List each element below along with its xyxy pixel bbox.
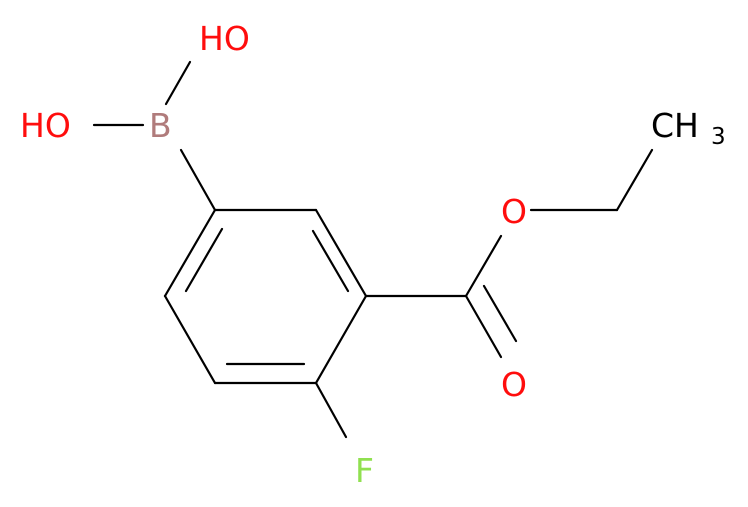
bond-inner-c6-c1 xyxy=(184,227,224,293)
bond-c6-c1 xyxy=(163,208,217,298)
bond-inner-c2-c3 xyxy=(311,229,350,293)
bond-c5-c6 xyxy=(163,294,217,385)
bond-carbonyl-double-2 xyxy=(482,284,518,343)
atom-ester-oxygen: O xyxy=(501,192,527,231)
atom-ch3: CH xyxy=(651,106,699,145)
bond-ring-fluorine xyxy=(314,381,348,439)
bond-ch2-ch3 xyxy=(615,148,654,212)
atom-fluorine: F xyxy=(355,451,374,490)
bonds xyxy=(92,60,654,439)
atom-boron: B xyxy=(149,106,172,145)
bond-boron-oh-top xyxy=(164,60,192,106)
bond-carbonyl-double-1 xyxy=(464,294,503,359)
atom-oh-left: HO xyxy=(20,106,71,145)
atom-ch3-subscript: 3 xyxy=(711,124,726,150)
bond-c2-c3 xyxy=(314,208,368,298)
atom-oh-top: HO xyxy=(199,19,250,58)
bond-carbonyl-c-ester-o xyxy=(464,234,503,298)
bond-c3-c4 xyxy=(314,294,368,385)
atom-carbonyl-oxygen: O xyxy=(501,365,527,404)
bond-ring-boron xyxy=(179,148,217,212)
atom-labels: HO HO B CH 3 O O F xyxy=(20,19,726,490)
